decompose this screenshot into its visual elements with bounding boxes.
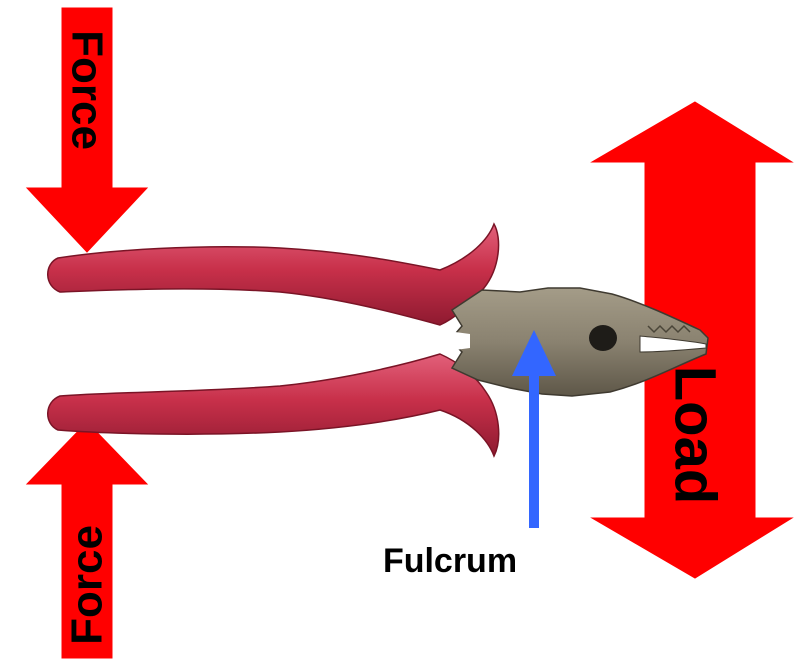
force-bottom-label: Force bbox=[63, 525, 112, 645]
load-label: Load bbox=[663, 366, 728, 505]
fulcrum-label: Fulcrum bbox=[383, 542, 517, 580]
force-top-label: Force bbox=[63, 30, 112, 150]
lower-handle-grip bbox=[48, 354, 499, 456]
pivot-rivet bbox=[589, 325, 617, 351]
upper-handle-grip bbox=[48, 224, 499, 325]
pliers-icon bbox=[48, 224, 708, 456]
